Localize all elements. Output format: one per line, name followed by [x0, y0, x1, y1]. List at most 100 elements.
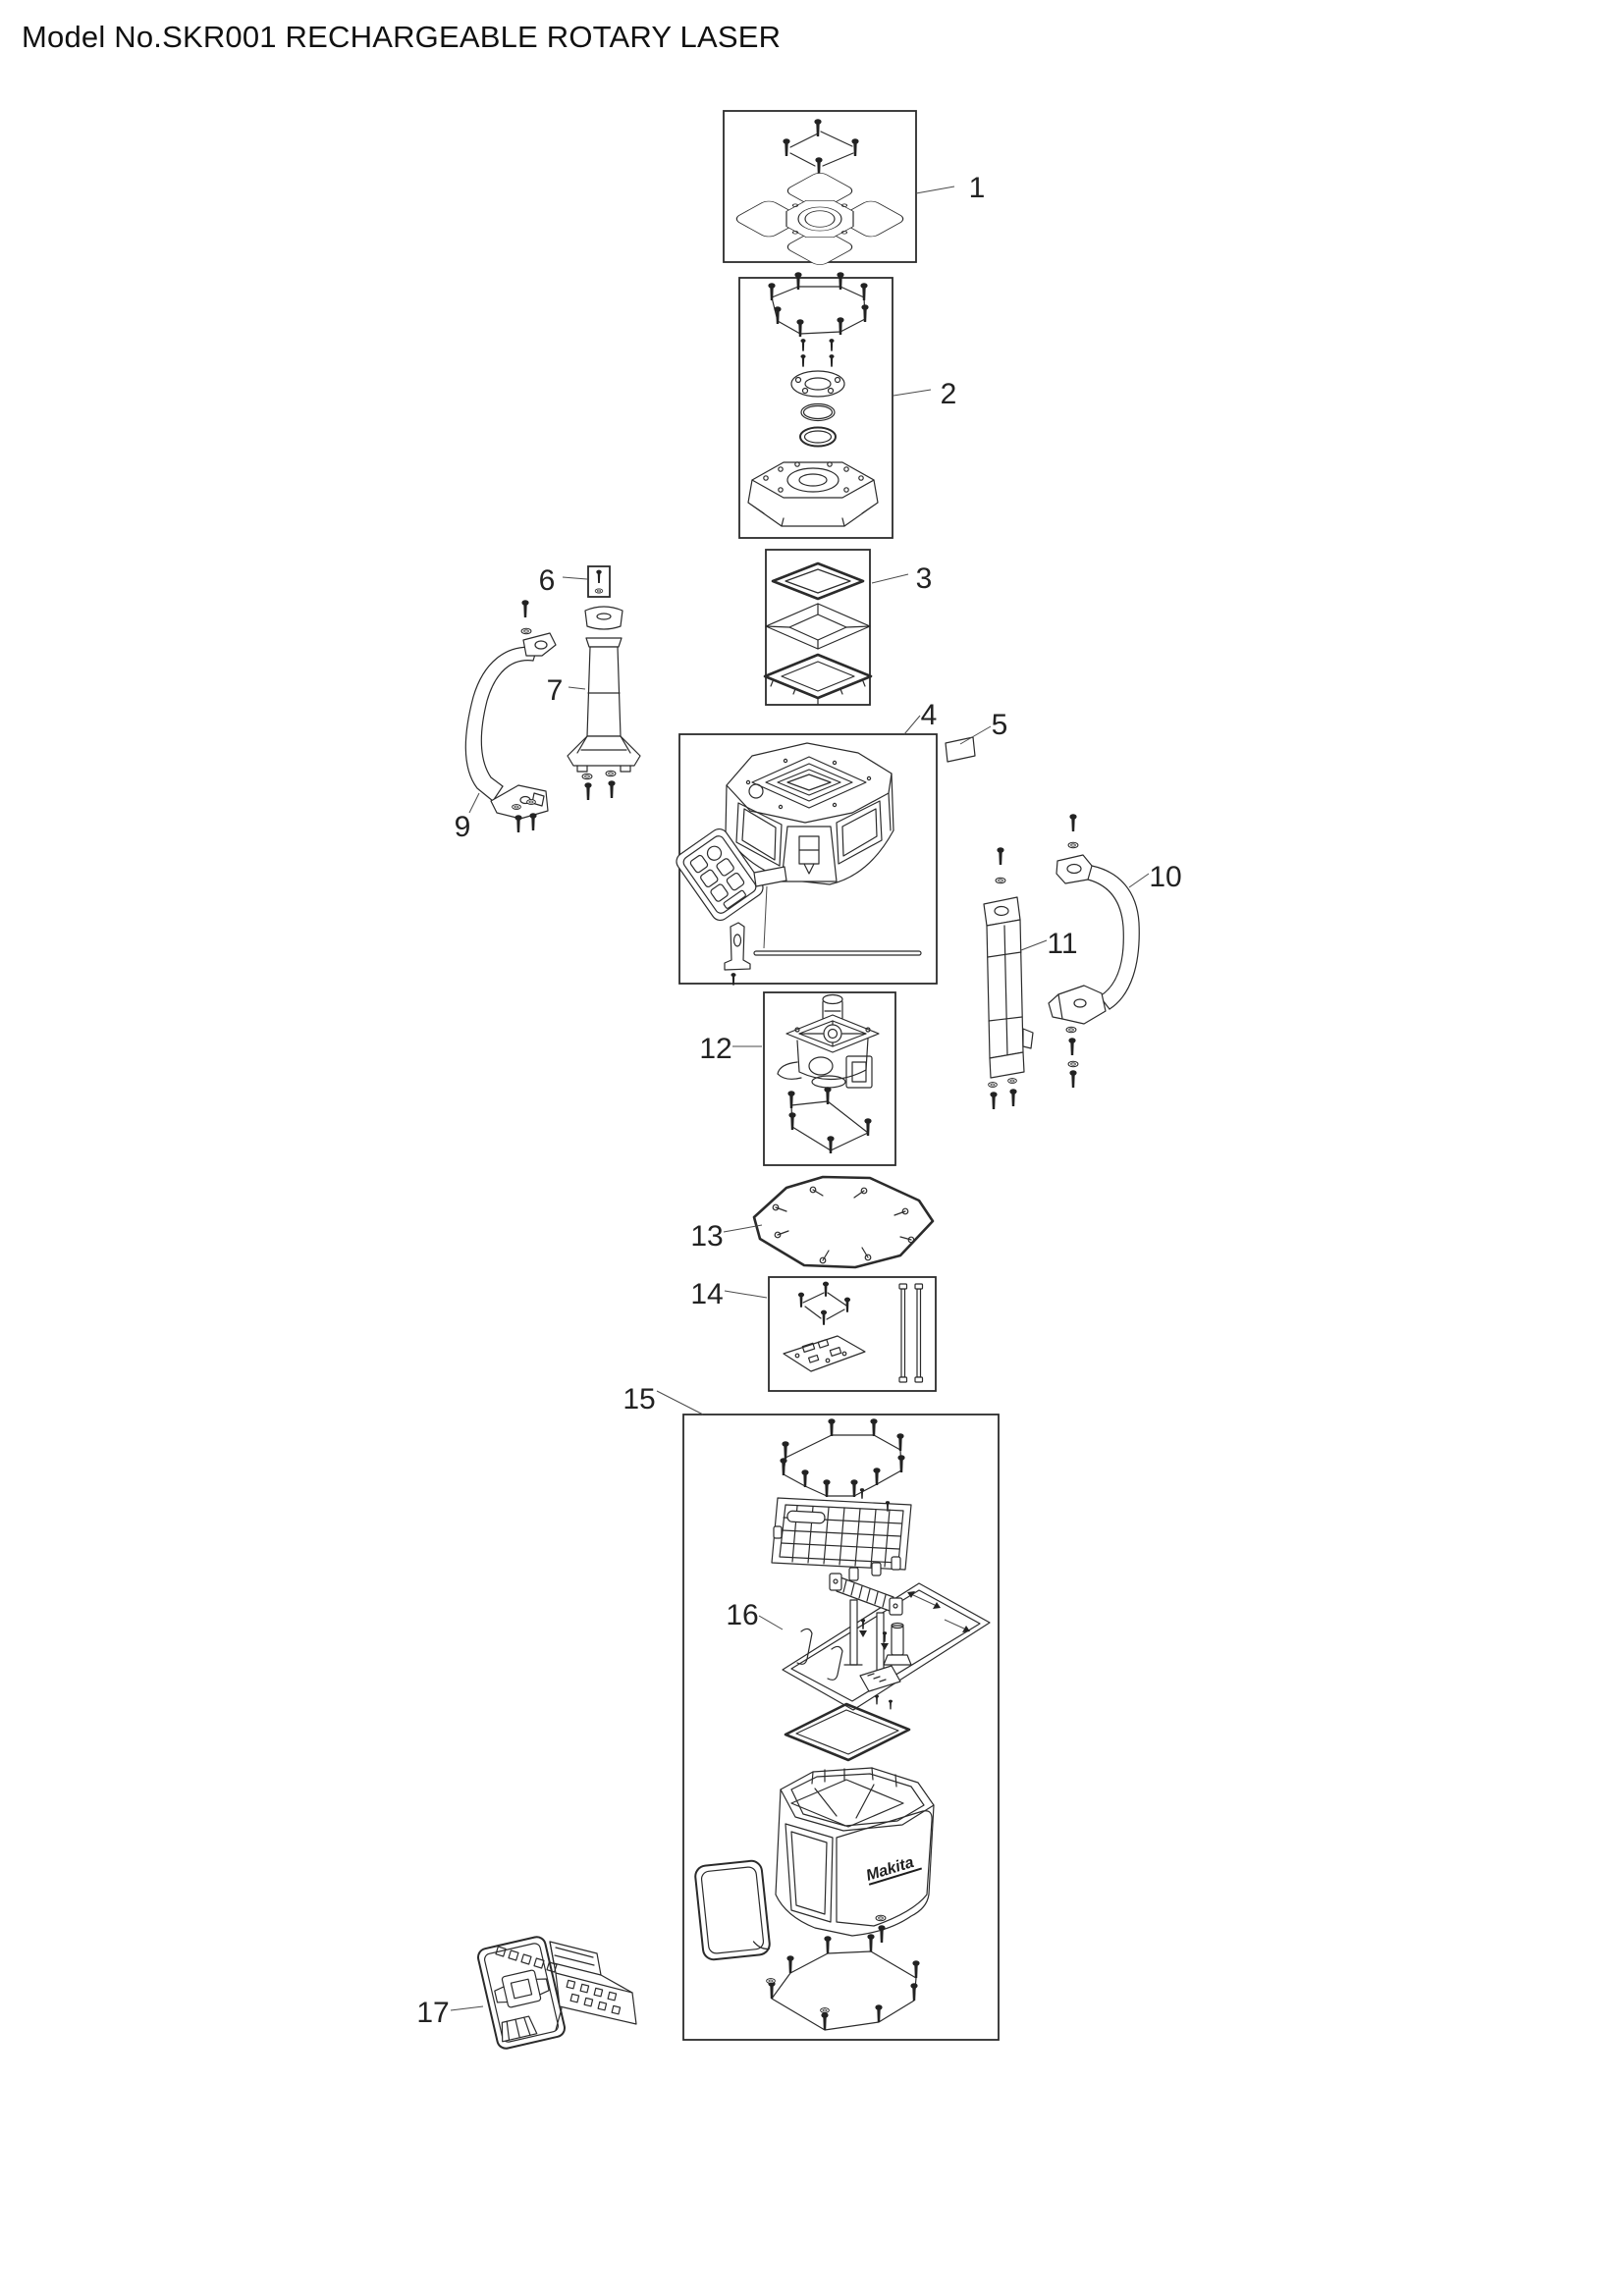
callout-2-leader — [893, 389, 932, 397]
part-16-subassembly — [782, 1573, 991, 1711]
part-16-rails — [843, 1599, 891, 1679]
part-10-handle-outer — [1091, 865, 1140, 1010]
part-6-box — [587, 565, 611, 598]
part-3-prism-frame — [765, 603, 871, 650]
part-13-group — [752, 1175, 935, 1269]
callout-15-leader — [656, 1390, 704, 1415]
part-15-door-panel — [694, 1859, 771, 1961]
callout-9-label: 9 — [455, 811, 471, 843]
callout-13-label: 13 — [690, 1220, 723, 1253]
part-14-rods — [898, 1283, 924, 1383]
svg-text:Makita: Makita — [864, 1854, 916, 1885]
part-4-label-sticker — [753, 866, 787, 887]
part-15-bottom-screws — [766, 1934, 920, 2030]
callout-3: 3 — [871, 562, 933, 595]
part-6-washer — [594, 588, 604, 594]
part-15-chassis-plate — [771, 1488, 912, 1581]
callout-17-leader — [450, 2005, 484, 2011]
callout-15: 15 — [623, 1383, 704, 1415]
part-10-group — [1048, 814, 1140, 1088]
part-2-base-housing — [747, 461, 879, 527]
part-9-group — [464, 600, 557, 832]
part-12-box — [763, 991, 896, 1166]
part-1-screws — [783, 119, 859, 175]
part-9-handle-outer — [464, 646, 538, 802]
part-10-bottom-lug — [1057, 985, 1107, 1025]
callout-4-label: 4 — [921, 699, 938, 731]
part-11-top-tab-hole — [994, 905, 1009, 917]
part-3-group — [763, 549, 873, 706]
callout-1-label: 1 — [969, 172, 986, 204]
callout-6: 6 — [539, 564, 588, 597]
part-16-beam — [829, 1573, 903, 1616]
part-6-group — [587, 565, 611, 598]
callout-7-label: 7 — [547, 674, 564, 707]
callout-14-leader — [724, 1290, 768, 1299]
callout-16-label: 16 — [726, 1599, 758, 1631]
part-14-box — [768, 1276, 937, 1392]
callout-5-label: 5 — [992, 709, 1008, 741]
part-7-collar — [585, 637, 623, 648]
part-17-group — [476, 1936, 637, 2050]
part-17-latch-block — [494, 1969, 550, 2008]
part-11-base — [989, 1051, 1025, 1079]
part-10-handle-inner — [1087, 879, 1124, 997]
part-9-handle-ends — [492, 647, 538, 802]
part-7-hardware — [581, 770, 617, 800]
part-16-arrows — [907, 1591, 970, 1632]
part-9-top-lug — [522, 632, 557, 657]
callout-12-label: 12 — [699, 1033, 731, 1065]
part-9-top-lug-hole — [534, 640, 548, 650]
part-10-top-lug-hole — [1066, 863, 1082, 875]
callout-5: 5 — [959, 709, 1008, 745]
callout-9-leader — [468, 792, 480, 814]
callout-10: 10 — [1128, 861, 1182, 893]
part-4-rod — [753, 950, 922, 956]
callout-3-label: 3 — [916, 562, 933, 595]
part-4-bracket — [724, 922, 751, 986]
part-16-sheet — [782, 1582, 991, 1711]
callout-2-label: 2 — [941, 378, 957, 410]
part-15-group: Makita — [682, 1414, 1000, 2041]
part-4-top-housing — [725, 742, 894, 885]
callout-14-label: 14 — [690, 1278, 723, 1310]
callout-13: 13 — [690, 1220, 763, 1253]
callout-12: 12 — [699, 1033, 762, 1065]
part-16-connector-pcb — [859, 1665, 901, 1710]
part-17-top-castellation — [495, 1946, 558, 1973]
part-2-group — [738, 272, 893, 539]
callout-1-leader — [915, 186, 955, 194]
part-7-base-detail — [576, 735, 631, 773]
part-12-laser-assembly — [777, 993, 880, 1089]
part-3-top-gasket — [771, 561, 865, 601]
part-2-gasket-ring — [799, 426, 837, 448]
part-14-pcb — [783, 1335, 866, 1372]
callout-1: 1 — [915, 172, 986, 204]
callout-2: 2 — [893, 378, 956, 410]
part-3-bottom-frame — [763, 653, 873, 705]
part-2-o-ring — [800, 402, 836, 422]
part-1-group — [723, 110, 917, 265]
callouts: 1 2 3 4 5 6 7 9 10 11 12 13 14 15 16 17 — [416, 172, 1181, 2029]
part-13-gasket-plate — [752, 1175, 935, 1269]
callout-11: 11 — [1020, 928, 1078, 960]
part-4-keypad — [676, 828, 764, 922]
part-11-shaft-seams — [987, 925, 1023, 1056]
callout-3-leader — [871, 573, 909, 584]
callout-11-label: 11 — [1047, 928, 1077, 960]
part-10-bottom-lug-hole — [1073, 998, 1087, 1008]
callout-4: 4 — [903, 699, 938, 735]
part-15-main-body: Makita — [775, 1767, 935, 1943]
part-12-screws — [787, 1087, 872, 1153]
callout-17-label: 17 — [416, 1997, 449, 2029]
part-1-screw-lines — [789, 131, 854, 167]
part-10-bottom-claw — [1048, 993, 1063, 1020]
callout-17: 17 — [416, 1997, 484, 2029]
part-11-group — [983, 847, 1034, 1109]
callout-7: 7 — [547, 674, 586, 707]
part-15-gasket — [784, 1702, 911, 1762]
part-14-group — [768, 1276, 937, 1392]
callout-4-leader — [903, 715, 921, 735]
part-15-screw-ring — [783, 1434, 902, 1497]
